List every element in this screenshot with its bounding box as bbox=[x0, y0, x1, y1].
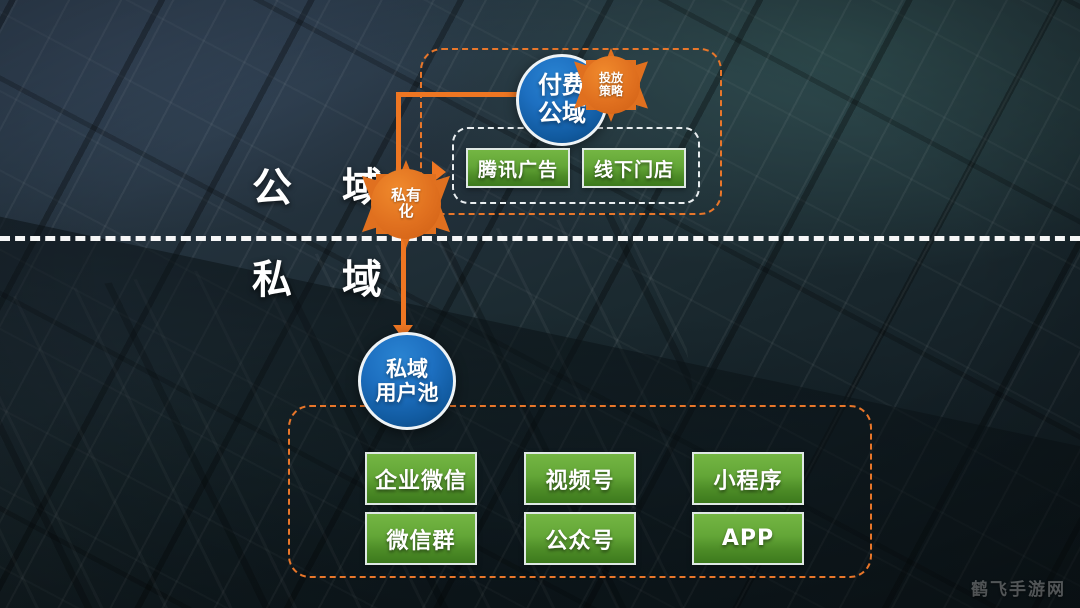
chip-label: 线下门店 bbox=[593, 158, 674, 181]
badge-privatize-line2: 化 bbox=[398, 202, 414, 220]
node-private-pool-line2: 用户池 bbox=[375, 381, 439, 405]
chip-wechat-group[interactable]: 微信群 bbox=[365, 512, 477, 565]
chip-label: 微信群 bbox=[386, 528, 456, 554]
node-private-pool-line1: 私域 bbox=[386, 356, 428, 381]
badge-delivery-strategy[interactable]: 投放 策略 bbox=[574, 48, 648, 122]
connector-vertical-up bbox=[396, 92, 401, 190]
node-paid-public-line1: 付费 bbox=[538, 71, 586, 100]
node-private-user-pool[interactable]: 私域 用户池 bbox=[358, 332, 456, 430]
chip-app[interactable]: APP bbox=[692, 512, 804, 565]
chip-video-account[interactable]: 视频号 bbox=[524, 452, 636, 505]
chip-offline-store[interactable]: 线下门店 bbox=[582, 148, 686, 188]
badge-privatization-label: 私有 化 bbox=[390, 186, 421, 220]
badge-strategy-line1: 投放 bbox=[598, 71, 623, 86]
chip-work-wechat[interactable]: 企业微信 bbox=[365, 452, 477, 505]
domain-divider-line bbox=[0, 236, 1080, 241]
badge-privatization-circle: 私有 化 bbox=[371, 169, 441, 239]
public-domain-label: 公 域 bbox=[252, 165, 400, 211]
badge-delivery-strategy-label: 投放 策略 bbox=[599, 72, 623, 97]
node-private-user-pool-label: 私域 用户池 bbox=[376, 357, 439, 405]
chip-label: 企业微信 bbox=[374, 468, 467, 494]
chip-mini-program[interactable]: 小程序 bbox=[692, 452, 804, 505]
badge-delivery-strategy-circle: 投放 策略 bbox=[582, 56, 640, 114]
connector-horizontal bbox=[396, 92, 556, 97]
chip-label: 视频号 bbox=[545, 468, 615, 494]
chip-label: 腾讯广告 bbox=[477, 158, 558, 181]
chip-label: 公众号 bbox=[545, 528, 615, 554]
badge-privatization[interactable]: 私有 化 bbox=[362, 160, 450, 248]
watermark: 鹤飞手游网 bbox=[971, 580, 1066, 600]
chip-tencent-ads[interactable]: 腾讯广告 bbox=[466, 148, 570, 188]
chip-label: APP bbox=[721, 526, 775, 551]
badge-privatize-line1: 私有 bbox=[390, 186, 421, 205]
public-domain-container bbox=[420, 48, 722, 215]
private-channels-container bbox=[288, 405, 872, 578]
chip-label: 小程序 bbox=[713, 468, 783, 494]
private-domain-label: 私 域 bbox=[252, 257, 400, 303]
badge-strategy-line2: 策略 bbox=[598, 84, 623, 98]
connector-vertical-down bbox=[401, 232, 406, 332]
node-paid-public-domain-label: 付费 公域 bbox=[538, 72, 586, 127]
chip-official-account[interactable]: 公众号 bbox=[524, 512, 636, 565]
